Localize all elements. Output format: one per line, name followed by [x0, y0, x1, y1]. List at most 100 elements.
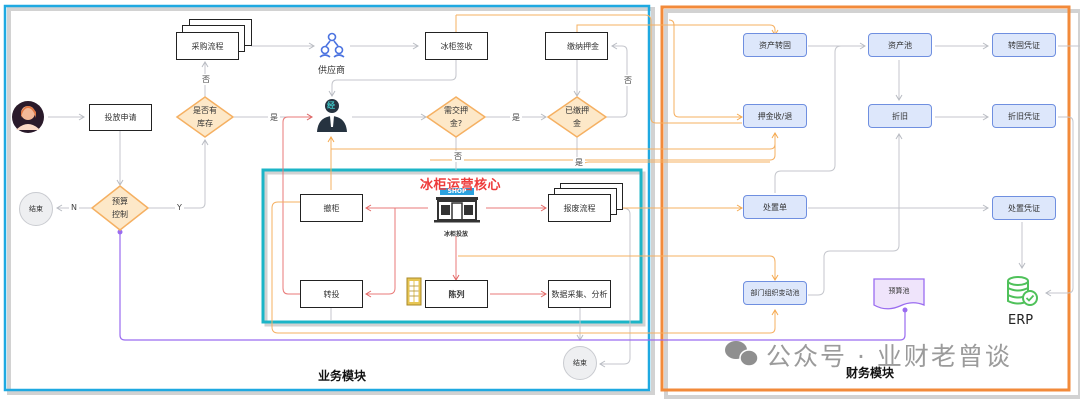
supplier-network-icon — [319, 32, 345, 58]
edge-receive-to-deposit — [456, 14, 742, 124]
shop-caption: 冰柜投放 — [444, 231, 469, 238]
edge-transfer-to-dept-change — [271, 208, 779, 334]
edge-shop-to-transfer — [365, 208, 396, 298]
scrap-node[interactable]: 报废流程 — [548, 194, 611, 222]
depreciation-node[interactable]: 折旧 — [868, 104, 932, 128]
edge-transfer-to-dealer — [282, 113, 313, 295]
end-bottom-label: 结束 — [573, 359, 587, 367]
deposit-in-out-label: 押金收/退 — [757, 111, 793, 121]
stock-check-diamond[interactable] — [175, 96, 235, 138]
transfer-label: 转投 — [323, 289, 340, 299]
business-module-title: 业务模块 — [318, 369, 367, 383]
withdraw-node[interactable]: 撤柜 — [300, 194, 363, 222]
dept-change-pool-node[interactable]: 部门组织变动池 — [743, 281, 807, 305]
receive-label: 冰柜签收 — [440, 41, 473, 51]
asset-pool-node[interactable]: 资产池 — [868, 33, 932, 57]
display-node[interactable]: 陈列 — [425, 280, 488, 308]
transfer-voucher-node[interactable]: 转固凭证 — [992, 33, 1056, 57]
core-module-shadow — [264, 171, 646, 327]
apply-label: 投放申请 — [104, 113, 137, 122]
budget-connector-dot — [117, 229, 123, 235]
edge-deposit-paid-to-refund — [668, 19, 743, 121]
depreciation-voucher-label: 折旧凭证 — [1008, 111, 1040, 121]
deposit-in-out-node[interactable]: 押金收/退 — [743, 104, 807, 128]
deposit-needed-line1: 需交押 — [444, 106, 468, 115]
erp-label: ERP — [1008, 313, 1034, 328]
disposal-voucher-label: 处置凭证 — [1008, 203, 1040, 213]
apply-node[interactable]: 投放申请 — [89, 104, 152, 131]
budget-pool-shape[interactable] — [873, 278, 925, 310]
budget-pool-dot — [902, 307, 908, 313]
transfer-voucher-label: 转固凭证 — [1008, 40, 1040, 50]
deposit-pay-label: 缴纳押金 — [567, 41, 599, 51]
asset-transfer-label: 资产转固 — [759, 40, 791, 50]
edge-label-no-paid: 否 — [622, 75, 634, 86]
core-title: 冰柜运营核心 — [420, 178, 502, 193]
edge-deposit-needed-line — [430, 137, 776, 161]
finance-module-frame — [660, 5, 1071, 392]
display-label: 陈列 — [448, 289, 465, 299]
deposit-paid-check-label: 已缴押 金 — [557, 104, 597, 130]
data-analysis-label: 数据采集、分析 — [551, 289, 608, 299]
edge-label-yes-paid: 是 — [573, 157, 585, 168]
disposal-order-label: 处置单 — [763, 202, 787, 212]
budget-control-label: 预算 控制 — [100, 195, 140, 221]
business-module-shadow — [7, 7, 655, 395]
edge-receive-to-dealer — [328, 60, 457, 97]
dealer-businessman-icon — [317, 99, 347, 132]
edge-label-yes-stock: 是 — [268, 112, 280, 123]
edge-budget-pool-to-control — [119, 232, 906, 341]
disposal-order-node[interactable]: 处置单 — [743, 195, 807, 219]
budget-control-diamond[interactable] — [90, 185, 150, 231]
budget-control-line1: 预算 — [112, 197, 128, 206]
deposit-needed-line2: 金? — [449, 119, 463, 128]
transfer-node[interactable]: 转投 — [300, 280, 363, 308]
budget-pool-label: 预算池 — [888, 287, 910, 295]
edge-label-no-deposit: 否 — [452, 151, 464, 162]
edge-paid-yes-line — [580, 161, 770, 168]
disposal-voucher-node[interactable]: 处置凭证 — [992, 196, 1056, 220]
deposit-needed-label: 需交押 金? — [436, 104, 476, 130]
deposit-pay-node[interactable]: 缴纳押金 — [545, 32, 608, 60]
supplier-label: 供应商 — [318, 66, 346, 76]
depreciation-label: 折旧 — [892, 111, 908, 121]
finance-module-title: 财务模块 — [846, 366, 895, 380]
receive-node[interactable]: 冰柜签收 — [425, 32, 488, 60]
stock-check-line1: 是否有 — [193, 106, 217, 115]
wechat-icon — [725, 341, 759, 367]
deposit-paid-check-line2: 金 — [573, 119, 581, 128]
deposit-needed-diamond[interactable] — [425, 96, 487, 138]
asset-pool-label: 资产池 — [888, 40, 912, 50]
database-check-icon — [1007, 276, 1038, 306]
budget-control-line2: 控制 — [112, 210, 128, 219]
finance-module-shadow — [664, 9, 1080, 399]
person-avatar-icon — [12, 101, 44, 133]
stock-check-line2: 库存 — [197, 119, 213, 128]
shop-storefront-icon — [434, 188, 480, 223]
dept-change-pool-label: 部门组织变动池 — [750, 289, 800, 297]
watermark-text: 公众号 · 业财老曾谈 — [766, 342, 1012, 371]
scrap-label: 报废流程 — [563, 203, 596, 213]
business-module-frame — [3, 4, 651, 392]
withdraw-label: 撤柜 — [323, 203, 340, 213]
edge-label-y: Y — [175, 203, 184, 212]
edge-deposit-to-asset-transfer — [576, 24, 779, 36]
asset-transfer-node[interactable]: 资产转固 — [743, 33, 807, 57]
edge-withdraw-side — [271, 201, 300, 209]
stock-check-label: 是否有 库存 — [185, 104, 225, 130]
dealer-badge: 经 — [327, 101, 335, 110]
edge-withdraw-to-deposit-refund — [331, 132, 779, 150]
core-module-frame — [261, 168, 643, 324]
purchase-node[interactable]: 采购流程 — [176, 32, 239, 60]
edge-label-n: N — [69, 203, 79, 212]
deposit-paid-diamond[interactable] — [546, 96, 608, 138]
end-node-bottom[interactable]: 结束 — [563, 346, 597, 380]
data-analysis-node[interactable]: 数据采集、分析 — [548, 280, 611, 308]
end-node-left[interactable]: 结束 — [19, 192, 53, 226]
edge-dept-change-to-depreciation — [808, 133, 903, 296]
edge-scrap-to-end — [599, 207, 631, 368]
freezer-cabinet-icon — [406, 277, 422, 306]
depreciation-voucher-node[interactable]: 折旧凭证 — [992, 104, 1056, 128]
